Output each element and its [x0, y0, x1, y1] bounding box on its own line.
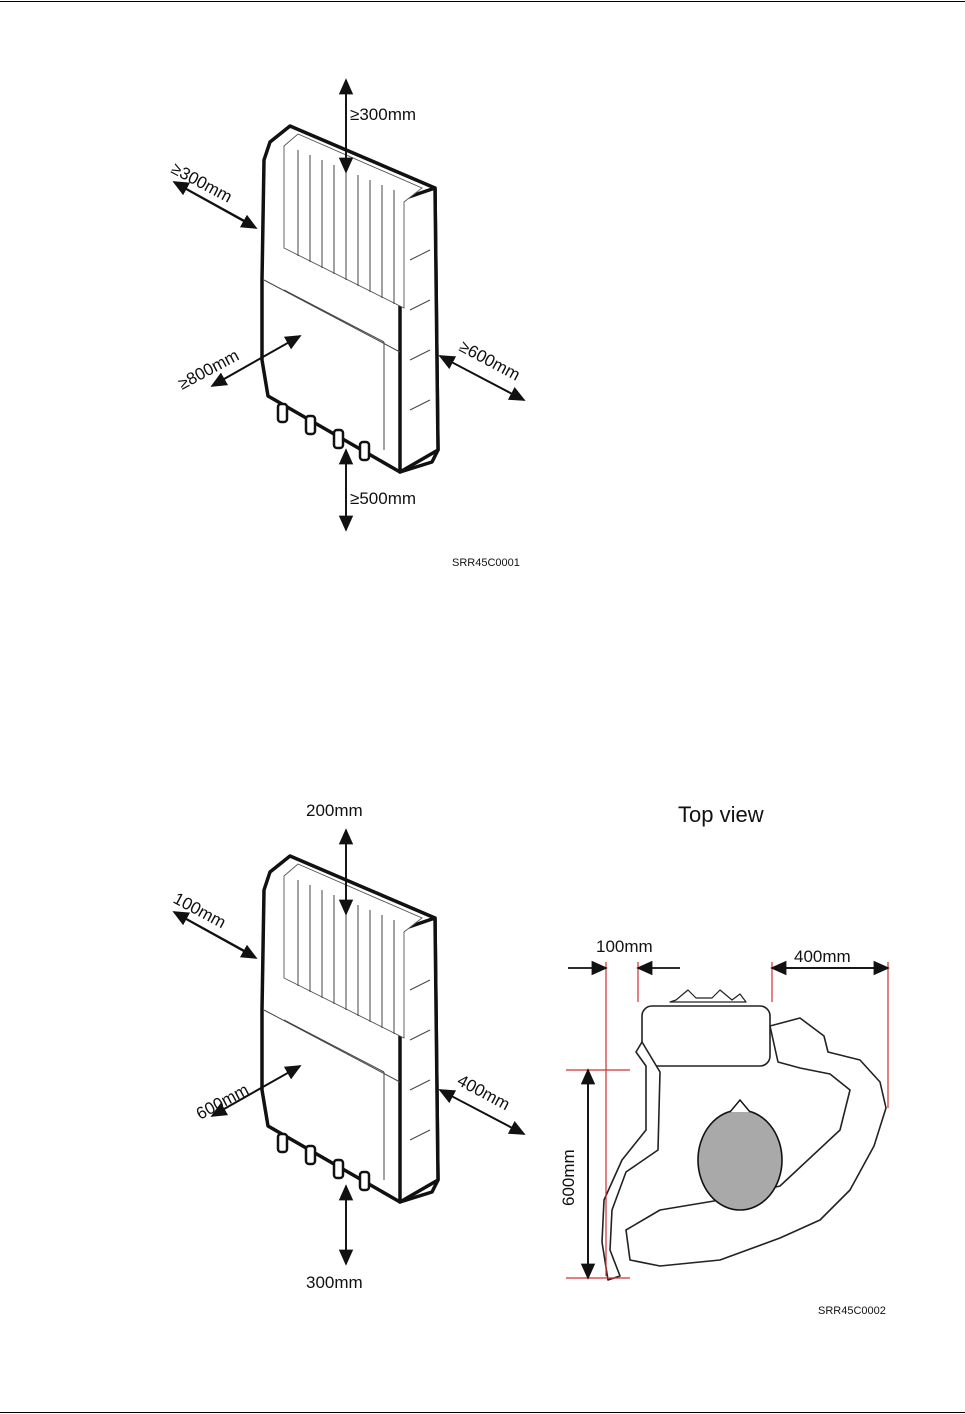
label-bottom-clearance: ≥500mm: [350, 489, 416, 508]
top-view-left-clearance: 100mm: [596, 937, 653, 956]
label-top-clearance: 200mm: [306, 801, 363, 820]
clearance-diagram-minimum: ≥300mm ≥300mm ≥800mm ≥600mm ≥500mm SRR45…: [160, 60, 560, 580]
rru-device-illustration: [262, 856, 438, 1202]
figure-code: SRR45C0002: [818, 1305, 886, 1317]
footer-rule: [0, 1412, 965, 1413]
top-view-title: Top view: [678, 802, 764, 827]
label-right-clearance: ≥600mm: [456, 337, 523, 385]
label-bottom-clearance: 300mm: [306, 1273, 363, 1292]
header-rule: [0, 1, 965, 2]
top-view-right-clearance: 400mm: [794, 947, 851, 966]
rru-device-illustration: [262, 126, 438, 472]
figure-code: SRR45C0001: [452, 557, 520, 569]
clearance-diagram-recommended: 200mm 100mm 600mm 400mm 300mm Top view 1…: [160, 790, 920, 1330]
label-right-clearance: 400mm: [454, 1071, 513, 1114]
label-front-clearance: 600mm: [193, 1080, 252, 1123]
head-icon: [698, 1110, 782, 1210]
top-view-depth: 600mm: [559, 1149, 578, 1206]
label-front-clearance: ≥800mm: [175, 346, 242, 394]
top-view-illustration: Top view: [602, 802, 886, 1280]
label-left-clearance: ≥300mm: [168, 159, 235, 207]
label-top-clearance: ≥300mm: [350, 105, 416, 124]
